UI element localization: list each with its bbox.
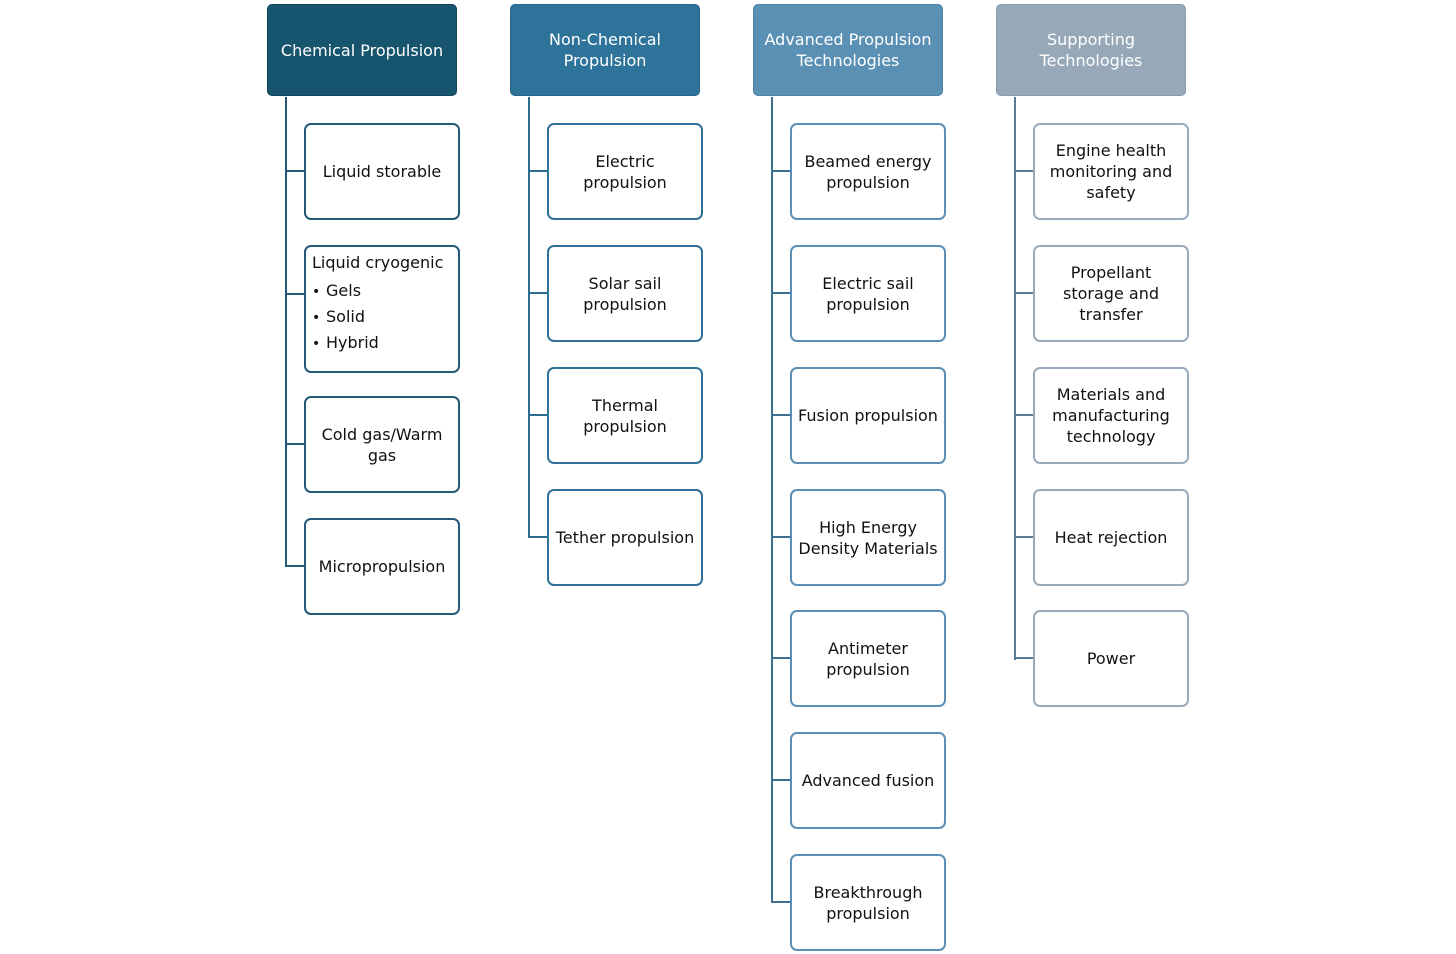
spine-line xyxy=(528,97,530,538)
connector-line xyxy=(1014,170,1033,172)
node-box: Propellant storage and transfer xyxy=(1033,245,1189,342)
connector-line xyxy=(285,293,304,295)
node-electric-sail-propulsion: Electric sail propulsion xyxy=(771,245,965,342)
connector-line xyxy=(771,292,790,294)
bullet-text: Solid xyxy=(326,307,365,326)
connector-line xyxy=(528,536,547,538)
header-supporting-technologies: Supporting Technologies xyxy=(996,4,1186,96)
connector-line xyxy=(1014,657,1033,659)
bullet-item-solid: • Solid xyxy=(312,306,452,329)
node-fusion-propulsion: Fusion propulsion xyxy=(771,367,965,464)
node-thermal-propulsion: Thermal propulsion xyxy=(528,367,722,464)
bullet-icon: • xyxy=(312,310,321,326)
bullet-text: Gels xyxy=(326,281,362,300)
node-beamed-energy-propulsion: Beamed energy propulsion xyxy=(771,123,965,220)
node-label: Liquid cryogenic xyxy=(312,253,444,272)
node-box: Engine health monitoring and safety xyxy=(1033,123,1189,220)
column-advanced-propulsion-technologies: Advanced Propulsion Technologies Beamed … xyxy=(753,4,993,954)
node-box: Liquid cryogenic • Gels • Solid • Hybrid xyxy=(304,245,460,373)
connector-line xyxy=(528,170,547,172)
column-non-chemical-propulsion: Non-Chemical Propulsion Electric propuls… xyxy=(510,4,750,954)
node-antimeter-propulsion: Antimeter propulsion xyxy=(771,610,965,707)
node-box: Tether propulsion xyxy=(547,489,703,586)
connector-line xyxy=(771,536,790,538)
node-box: High Energy Density Materials xyxy=(790,489,946,586)
bullet-item-gels: • Gels xyxy=(312,280,452,303)
node-electric-propulsion: Electric propulsion xyxy=(528,123,722,220)
node-box: Materials and manufacturing technology xyxy=(1033,367,1189,464)
header-advanced-propulsion-technologies: Advanced Propulsion Technologies xyxy=(753,4,943,96)
bullet-icon: • xyxy=(312,336,321,352)
node-liquid-storable: Liquid storable xyxy=(285,123,479,220)
spine-line xyxy=(1014,97,1016,660)
node-box: Antimeter propulsion xyxy=(790,610,946,707)
node-box: Advanced fusion xyxy=(790,732,946,829)
bullet-text: Hybrid xyxy=(326,333,379,352)
spine-line xyxy=(771,97,773,902)
node-tether-propulsion: Tether propulsion xyxy=(528,489,722,586)
column-supporting-technologies: Supporting Technologies Engine health mo… xyxy=(996,4,1236,954)
node-propellant-storage: Propellant storage and transfer xyxy=(1014,245,1208,342)
connector-line xyxy=(771,901,790,903)
node-micropropulsion: Micropropulsion xyxy=(285,518,479,615)
connector-line xyxy=(1014,292,1033,294)
connector-line xyxy=(528,292,547,294)
connector-line xyxy=(771,657,790,659)
node-advanced-fusion: Advanced fusion xyxy=(771,732,965,829)
node-liquid-cryogenic: Liquid cryogenic • Gels • Solid • Hybrid xyxy=(285,245,479,373)
node-solar-sail-propulsion: Solar sail propulsion xyxy=(528,245,722,342)
node-box: Electric propulsion xyxy=(547,123,703,220)
node-box: Micropropulsion xyxy=(304,518,460,615)
node-box: Cold gas/Warm gas xyxy=(304,396,460,493)
connector-line xyxy=(1014,536,1033,538)
node-box: Electric sail propulsion xyxy=(790,245,946,342)
node-box: Heat rejection xyxy=(1033,489,1189,586)
node-heat-rejection: Heat rejection xyxy=(1014,489,1208,586)
column-chemical-propulsion: Chemical Propulsion Liquid storable Liqu… xyxy=(267,4,507,954)
bullet-list: • Gels • Solid • Hybrid xyxy=(312,280,452,355)
connector-line xyxy=(1014,414,1033,416)
header-chemical-propulsion: Chemical Propulsion xyxy=(267,4,457,96)
spine-line xyxy=(285,97,287,566)
node-box: Thermal propulsion xyxy=(547,367,703,464)
node-cold-gas-warm-gas: Cold gas/Warm gas xyxy=(285,396,479,493)
connector-line xyxy=(771,170,790,172)
connector-line xyxy=(528,414,547,416)
header-non-chemical-propulsion: Non-Chemical Propulsion xyxy=(510,4,700,96)
node-breakthrough-propulsion: Breakthrough propulsion xyxy=(771,854,965,951)
node-box: Fusion propulsion xyxy=(790,367,946,464)
node-box: Solar sail propulsion xyxy=(547,245,703,342)
connector-line xyxy=(285,565,304,567)
node-high-energy-density-materials: High Energy Density Materials xyxy=(771,489,965,586)
bullet-icon: • xyxy=(312,284,321,300)
node-box: Breakthrough propulsion xyxy=(790,854,946,951)
bullet-item-hybrid: • Hybrid xyxy=(312,332,452,355)
connector-line xyxy=(285,443,304,445)
connector-line xyxy=(771,779,790,781)
connector-line xyxy=(771,414,790,416)
node-power: Power xyxy=(1014,610,1208,707)
node-materials-manufacturing: Materials and manufacturing technology xyxy=(1014,367,1208,464)
node-box: Beamed energy propulsion xyxy=(790,123,946,220)
node-box: Liquid storable xyxy=(304,123,460,220)
node-engine-health-monitoring: Engine health monitoring and safety xyxy=(1014,123,1208,220)
connector-line xyxy=(285,170,304,172)
node-box: Power xyxy=(1033,610,1189,707)
